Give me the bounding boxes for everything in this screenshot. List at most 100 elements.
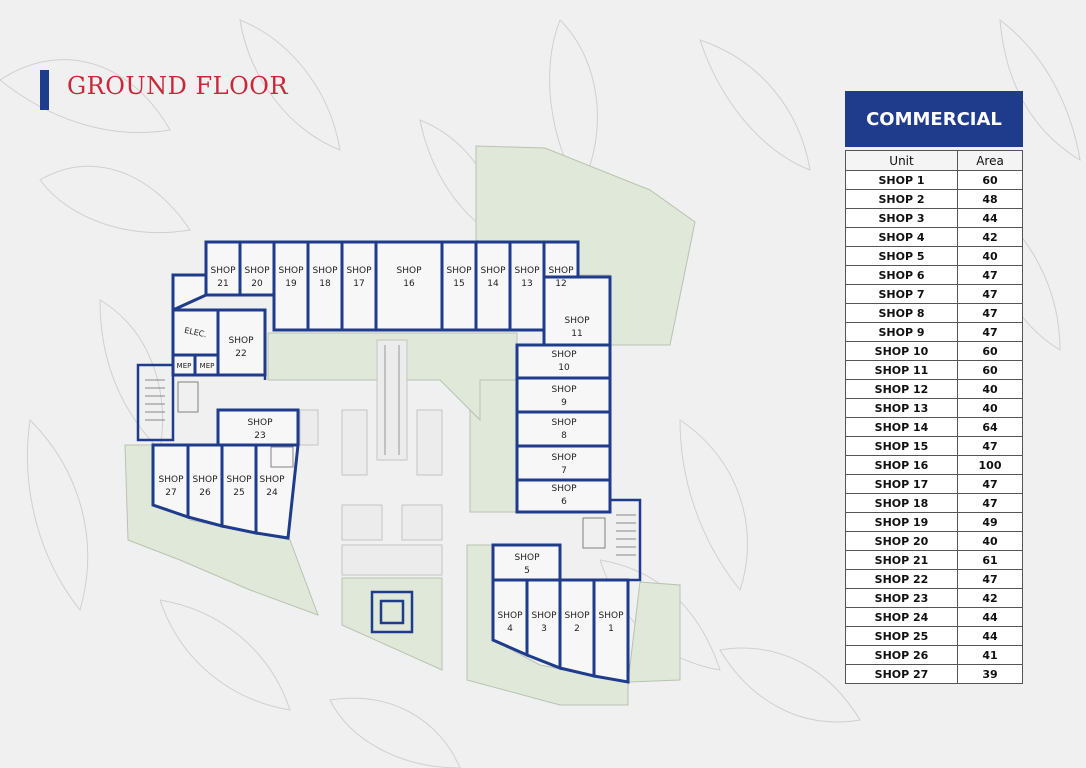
unit-cell: SHOP 18: [845, 493, 958, 513]
unit-cell: SHOP 26: [845, 645, 958, 665]
area-cell: 44: [957, 607, 1023, 627]
stairs: [145, 379, 636, 556]
unit-cell: SHOP 6: [845, 265, 958, 285]
unit-cell: SHOP 17: [845, 474, 958, 494]
unit-cell: SHOP 14: [845, 417, 958, 437]
unit-cell: SHOP 27: [845, 664, 958, 684]
unit-cell: SHOP 22: [845, 569, 958, 589]
area-cell: 60: [957, 170, 1023, 190]
area-cell: 47: [957, 265, 1023, 285]
area-cell: 48: [957, 189, 1023, 209]
area-cell: 64: [957, 417, 1023, 437]
title-accent-bar: [40, 70, 49, 110]
shop-walls: [151, 240, 630, 684]
unit-cell: SHOP 23: [845, 588, 958, 608]
area-cell: 39: [957, 664, 1023, 684]
unit-cell: SHOP 4: [845, 227, 958, 247]
column-unit: Unit: [845, 150, 958, 171]
area-cell: 60: [957, 341, 1023, 361]
plaza-paving: [299, 339, 443, 576]
unit-cell: SHOP 16: [845, 455, 958, 475]
landscape-areas: [124, 145, 696, 706]
unit-cell: SHOP 7: [845, 284, 958, 304]
column-area: Area: [957, 150, 1023, 171]
area-cell: 42: [957, 588, 1023, 608]
core-walls: [136, 295, 642, 634]
area-cell: 47: [957, 436, 1023, 456]
unit-cell: SHOP 3: [845, 208, 958, 228]
unit-cell: SHOP 21: [845, 550, 958, 570]
unit-cell: SHOP 2: [845, 189, 958, 209]
unit-cell: SHOP 15: [845, 436, 958, 456]
area-cell: 47: [957, 493, 1023, 513]
page-title: GROUND FLOOR: [67, 72, 289, 100]
area-cell: 49: [957, 512, 1023, 532]
unit-cell: SHOP 9: [845, 322, 958, 342]
area-cell: 47: [957, 284, 1023, 304]
area-cell: 47: [957, 322, 1023, 342]
area-cell: 41: [957, 645, 1023, 665]
area-cell: 61: [957, 550, 1023, 570]
unit-cell: SHOP 8: [845, 303, 958, 323]
unit-cell: SHOP 13: [845, 398, 958, 418]
unit-cell: SHOP 20: [845, 531, 958, 551]
mep-label-1: MEP: [177, 362, 192, 370]
unit-cell: SHOP 11: [845, 360, 958, 380]
mep-label-2: MEP: [200, 362, 215, 370]
area-cell: 47: [957, 569, 1023, 589]
unit-cell: SHOP 12: [845, 379, 958, 399]
area-cell: 44: [957, 626, 1023, 646]
area-cell: 40: [957, 531, 1023, 551]
area-cell: 100: [957, 455, 1023, 475]
table-header-row: Unit Area: [845, 150, 1023, 171]
